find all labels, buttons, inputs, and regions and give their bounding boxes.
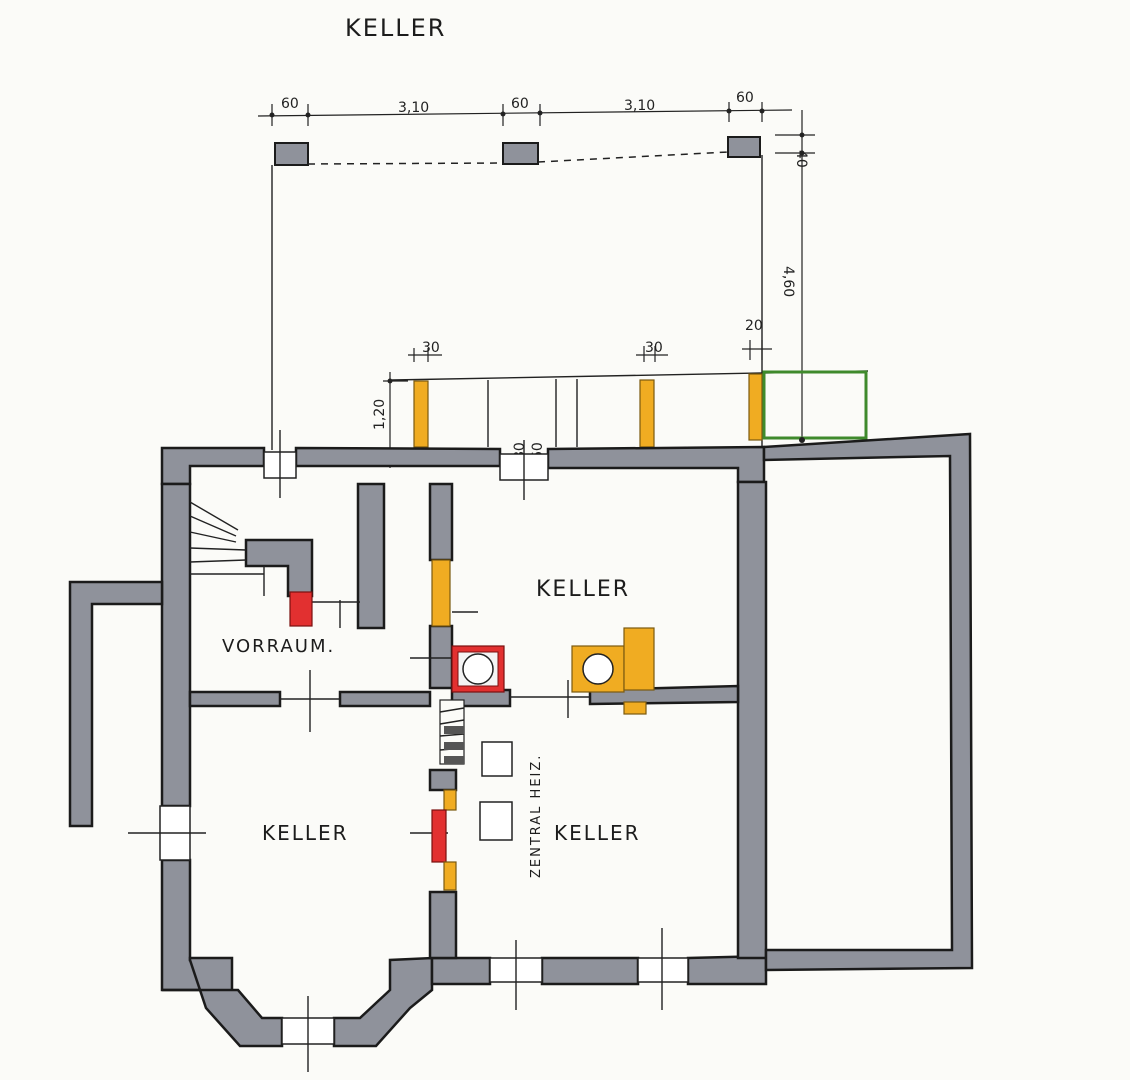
chimneys bbox=[289, 559, 655, 891]
room-label-keller-left: KELLER bbox=[262, 821, 349, 845]
dim-span-1: 3,10 bbox=[398, 100, 429, 116]
heating-unit-1 bbox=[481, 741, 513, 777]
chimney-mid-yellow bbox=[431, 559, 451, 627]
window-bottom-2 bbox=[637, 957, 689, 983]
heating-unit-2 bbox=[479, 801, 513, 841]
dim-depth-top: 40 bbox=[793, 150, 809, 168]
dim-post-3: 20 bbox=[745, 318, 763, 334]
pillar-middle bbox=[502, 142, 539, 165]
pergola-beam bbox=[307, 151, 729, 165]
dim-pillar-2: 60 bbox=[511, 96, 529, 112]
chimney-vorraum bbox=[289, 591, 313, 627]
cellar-steps bbox=[439, 699, 465, 765]
house-walls bbox=[68, 432, 974, 1048]
dim-post-2: 30 bbox=[645, 340, 663, 356]
chimney-yellow-tall bbox=[623, 627, 655, 691]
pillar-left bbox=[274, 142, 309, 166]
post-2 bbox=[639, 379, 655, 448]
room-label-vorraum: VORRAUM. bbox=[222, 636, 335, 657]
post-3 bbox=[748, 373, 763, 441]
chimney-small-2 bbox=[443, 861, 457, 891]
room-label-zentralheiz: ZENTRAL HEIZ. bbox=[529, 754, 544, 878]
right-dimension-chain: 40 4,60 bbox=[775, 110, 815, 440]
room-label-keller-right: KELLER bbox=[554, 821, 641, 845]
dim-pillar-1: 60 bbox=[281, 96, 299, 112]
dim-pillar-3: 60 bbox=[736, 90, 754, 106]
pillar-right bbox=[727, 136, 761, 158]
dim-post-1: 30 bbox=[422, 340, 440, 356]
chimney-small-1 bbox=[443, 789, 457, 811]
chimney-small-red bbox=[431, 809, 447, 863]
dim-span-2: 3,10 bbox=[624, 98, 655, 114]
windows bbox=[128, 430, 689, 1072]
dim-rail-height: 1,20 bbox=[372, 399, 388, 430]
plan-title: KELLER bbox=[345, 14, 446, 42]
top-dimension-chain: 60 3,10 60 3,10 60 bbox=[257, 90, 793, 126]
dim-depth-total: 4,60 bbox=[780, 266, 796, 297]
terrace-planter bbox=[762, 370, 868, 440]
terrace-posts: 30 30 20 1,20 bbox=[372, 318, 869, 468]
vorraum-stairs bbox=[189, 501, 265, 596]
post-1 bbox=[413, 380, 429, 448]
room-label-keller-top: KELLER bbox=[536, 577, 630, 602]
